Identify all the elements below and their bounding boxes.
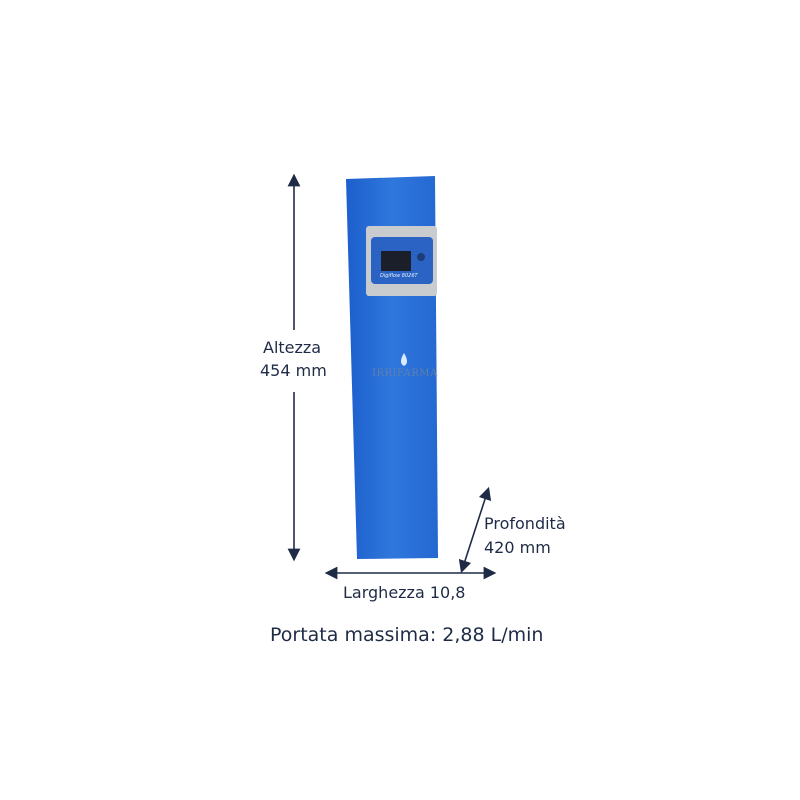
height-value: 454 mm xyxy=(260,361,327,380)
display-screen xyxy=(381,251,411,271)
max-flow-text: Portata massima: 2,88 L/min xyxy=(270,624,544,646)
width-label: Larghezza 10,8 xyxy=(343,583,466,602)
panel-label: Digiflow 8026T xyxy=(380,273,418,279)
water-filter-unit xyxy=(346,176,438,559)
depth-value: 420 mm xyxy=(484,538,551,557)
depth-label: Profondità xyxy=(484,514,566,533)
depth-arrow xyxy=(458,486,492,574)
dimension-arrows xyxy=(255,173,497,580)
water-drop-icon xyxy=(401,353,407,366)
brand-logo: IRRIFARMA xyxy=(372,368,438,379)
height-label: Altezza xyxy=(263,338,322,357)
control-button-icon xyxy=(417,253,425,261)
